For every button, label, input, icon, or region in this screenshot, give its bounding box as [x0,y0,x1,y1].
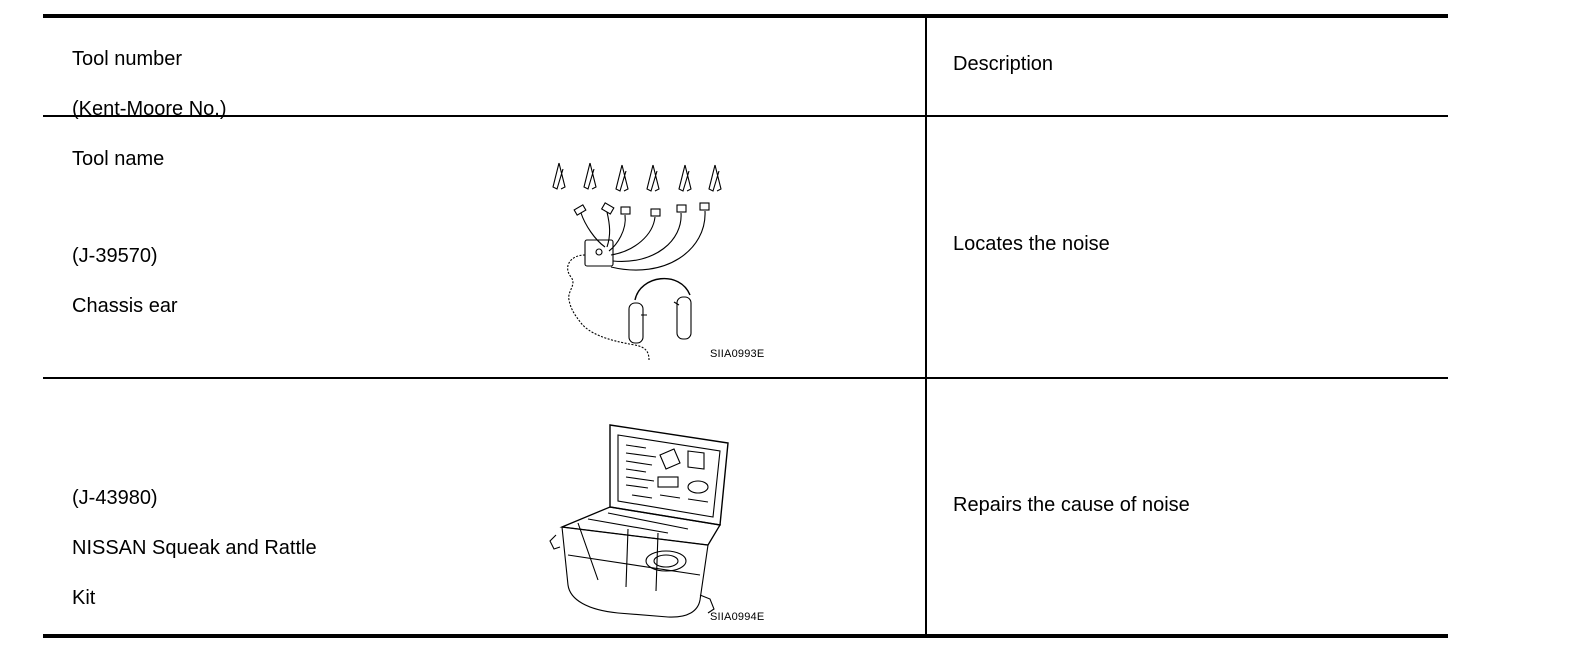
row-2-figure-caption: SIIA0994E [710,611,765,623]
header-bottom-rule [43,115,1448,117]
row-2-description: Repairs the cause of noise [953,494,1190,516]
row-1-figure-caption: SIIA0993E [710,348,765,360]
table-top-rule [43,14,1448,18]
header-tool-name-label: Tool name [72,148,165,170]
header-kent-moore-label: (Kent-Moore No.) [72,98,227,120]
row-2-tool-number: (J-43980) [72,487,158,509]
squeak-rattle-kit-case-illustration [549,424,729,618]
column-divider [925,16,927,636]
header-description-column: Description [953,53,1054,75]
header-tool-number-label: Tool number [72,48,183,70]
row-1-description: Locates the noise [953,233,1110,255]
row-1-tool-number: (J-39570) [72,245,158,267]
row-2-tool-name-line1: NISSAN Squeak and Rattle [72,537,317,559]
table-bottom-rule [43,634,1448,638]
chassis-ear-illustration [552,162,722,361]
row-divider-rule [43,377,1448,379]
header-tool-column: Tool number (Kent-Moore No.) Tool name [72,22,227,197]
row-1-tool-name: Chassis ear [72,295,178,317]
lid-contents [625,444,709,503]
alligator-clips [552,162,722,217]
row-1-tool-cell: (J-39570) Chassis ear [72,219,178,344]
row-2-tool-name-line2: Kit [72,587,96,609]
row-2-tool-cell: (J-43980) NISSAN Squeak and Rattle Kit [72,461,317,636]
